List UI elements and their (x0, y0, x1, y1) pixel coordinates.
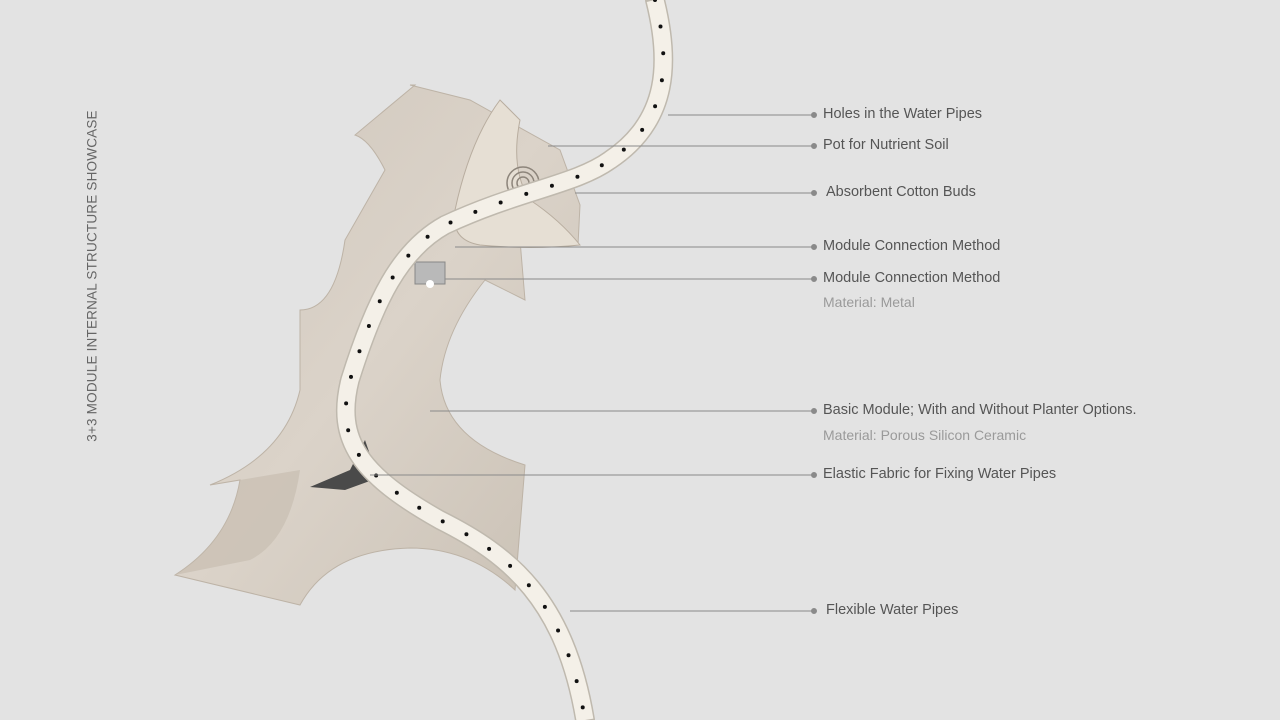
leader-dot (811, 143, 817, 149)
leader-dot (811, 276, 817, 282)
material-ceramic: Material: Porous Silicon Ceramic (823, 427, 1027, 443)
leader-dot (811, 244, 817, 250)
module-inner-face (175, 470, 300, 575)
material-metal: Material: Metal (823, 294, 915, 310)
leader-dot (811, 190, 817, 196)
label-pot: Pot for Nutrient Soil (823, 137, 949, 153)
label-holes: Holes in the Water Pipes (823, 106, 983, 122)
label-connection-2: Module Connection Method (823, 270, 1001, 286)
label-elastic: Elastic Fabric for Fixing Water Pipes (823, 466, 1057, 482)
label-cotton: Absorbent Cotton Buds (826, 184, 976, 200)
label-pipes: Flexible Water Pipes (826, 602, 959, 618)
label-connection-1: Module Connection Method (823, 238, 1001, 254)
leader-dot (811, 408, 817, 414)
leader-dot (811, 112, 817, 118)
page-title: 3+3 MODULE INTERNAL STRUCTURE SHOWCASE (84, 110, 100, 442)
leader-dot (811, 608, 817, 614)
leader-dot (811, 472, 817, 478)
label-basic-module: Basic Module; With and Without Planter O… (823, 402, 1137, 418)
